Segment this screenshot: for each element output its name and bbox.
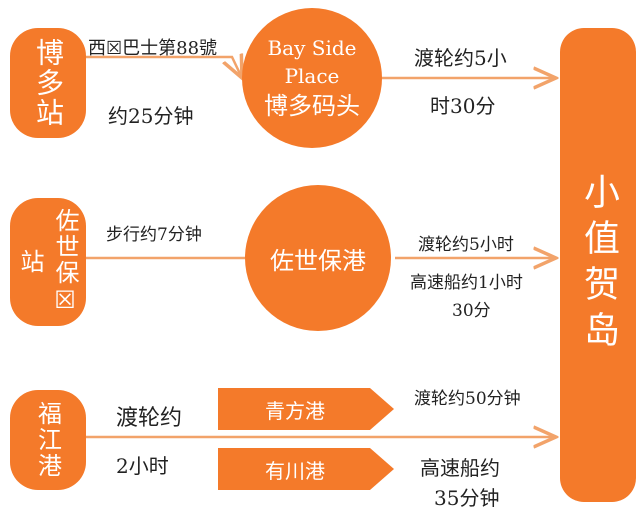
arikawa-arrow-shape xyxy=(218,448,394,490)
arikawa-hs-label-1: 高速船约 xyxy=(420,456,500,480)
bayside-line2: Place xyxy=(284,64,340,88)
hakata-station-label: 博多站 xyxy=(32,38,65,128)
bayside-line3: 博多码头 xyxy=(264,92,360,120)
bayside-ferry-label-2: 时30分 xyxy=(430,94,496,118)
hakata-bus-label-1: 西☒巴士第88號 xyxy=(88,38,218,59)
sasebo-station: 佐世保☒站 xyxy=(10,198,86,326)
bayside-ferry-label-1: 渡轮约5小 xyxy=(414,46,507,70)
sasebo-walk-label: 步行约7分钟 xyxy=(106,225,202,245)
bayside-line1: Bay Side xyxy=(267,36,357,60)
fukue-ferry-label-1: 渡轮约 xyxy=(116,406,183,431)
hakata-bus-label-2: 约25分钟 xyxy=(108,104,194,128)
arikawa-hs-label-2: 35分钟 xyxy=(434,486,500,510)
aokata-ferry-label: 渡轮约50分钟 xyxy=(414,389,521,409)
sasebo-port-label: 佐世保港 xyxy=(270,246,366,275)
destination-island: 小值贺岛 xyxy=(560,28,636,502)
sasebo-ferry-label: 渡轮约5小时 xyxy=(418,235,514,255)
arikawa-port-label: 有川港 xyxy=(265,458,325,483)
fukue-port: 福江港 xyxy=(10,390,86,490)
sasebo-port-hub: 佐世保港 xyxy=(245,185,391,331)
hakata-station: 博多站 xyxy=(10,28,86,138)
aokata-port-box: 青方港 xyxy=(218,386,396,432)
sasebo-hs-label-2: 30分 xyxy=(452,301,491,321)
destination-label: 小值贺岛 xyxy=(578,173,619,357)
hakata-to-bayside-arrow xyxy=(85,57,242,78)
bayside-place-hub: Bay Side Place 博多码头 xyxy=(242,8,382,148)
arikawa-port-box: 有川港 xyxy=(218,446,396,492)
sasebo-station-label: 佐世保☒站 xyxy=(16,208,79,316)
sasebo-hs-label-1: 高速船约1小时 xyxy=(410,273,523,293)
fukue-ferry-label-2: 2小时 xyxy=(116,454,169,478)
fukue-port-label: 福江港 xyxy=(33,401,62,479)
aokata-port-label: 青方港 xyxy=(265,398,325,423)
aokata-arrow-shape xyxy=(218,388,394,430)
